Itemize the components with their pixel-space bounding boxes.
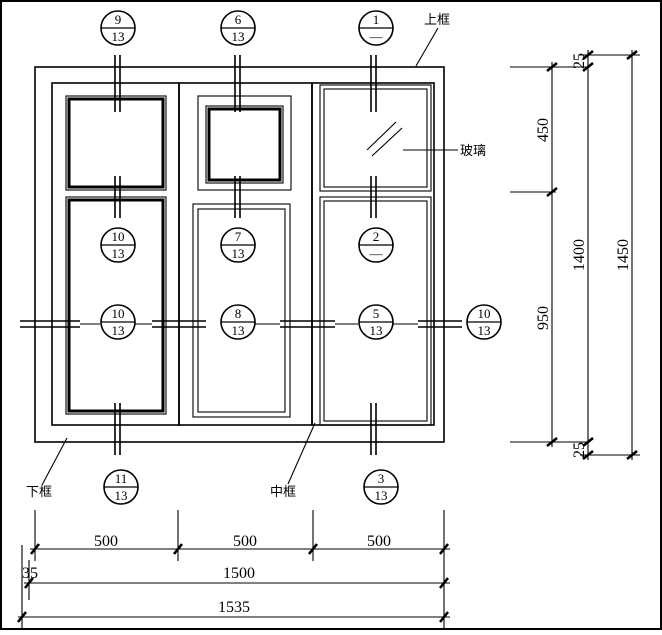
- detail-bubble: 5 13: [358, 304, 394, 340]
- detail-bubble: 9 13: [100, 10, 136, 46]
- bubble-top: 5: [373, 306, 380, 321]
- sash-middle-upper: [197, 95, 292, 191]
- middle-frame-label: 中框: [270, 485, 296, 500]
- label-top-frame: 上框: [415, 13, 450, 67]
- dim-right-middle-total: 1400: [571, 239, 588, 271]
- bubble-bottom: 13: [112, 246, 125, 261]
- dim-right-bottom: 25: [571, 442, 588, 458]
- bottom-frame-label: 下框: [26, 485, 52, 500]
- dim-total-inner: 1500: [223, 565, 255, 582]
- label-middle-frame: 中框: [270, 422, 316, 500]
- detail-bubble: 3 13: [363, 469, 399, 505]
- bubble-top: 6: [235, 12, 242, 27]
- label-glass: 玻璃: [403, 144, 486, 159]
- bubble-bottom: —: [369, 29, 384, 44]
- dim-right-top: 25: [571, 53, 588, 69]
- right-dimensions: 25 450 950 25 1400 1450: [510, 49, 640, 461]
- bubble-top: 1: [373, 12, 380, 27]
- glass-label: 玻璃: [460, 144, 486, 159]
- dim-left-offset: 35: [22, 565, 38, 582]
- bubble-top: 8: [235, 306, 242, 321]
- detail-bubble: 7 13: [220, 227, 256, 263]
- detail-bubble: 6 13: [220, 10, 256, 46]
- bubble-top: 10: [112, 306, 125, 321]
- dim-segment-2: 500: [233, 533, 257, 550]
- detail-bubble: 1 —: [358, 10, 394, 46]
- bubble-bottom: —: [369, 246, 384, 261]
- dim-right-lower: 950: [535, 306, 552, 330]
- bubble-bottom: 13: [232, 246, 245, 261]
- detail-bubble: 10 13: [100, 304, 136, 340]
- dim-right-upper: 450: [535, 118, 552, 142]
- bubble-bottom: 13: [478, 323, 491, 338]
- bubble-top: 10: [112, 229, 125, 244]
- bubble-bottom: 13: [232, 29, 245, 44]
- bubble-top: 10: [478, 306, 491, 321]
- detail-bubble: 10 13: [100, 227, 136, 263]
- dim-total-outer: 1535: [218, 599, 250, 616]
- detail-bubble: 11 13: [103, 469, 139, 505]
- sash-left-upper: [65, 95, 167, 191]
- label-bottom-frame: 下框: [26, 437, 68, 500]
- bubble-bottom: 13: [232, 323, 245, 338]
- detail-bubble: 2 —: [358, 227, 394, 263]
- detail-bubble: 8 13: [220, 304, 256, 340]
- bubble-top: 9: [115, 12, 122, 27]
- top-frame-label: 上框: [424, 13, 450, 28]
- bubble-top: 2: [373, 229, 380, 244]
- bubble-bottom: 13: [370, 323, 383, 338]
- sash-middle-lower: [192, 203, 291, 418]
- dim-right-total: 1450: [615, 239, 632, 271]
- bubble-top: 11: [115, 471, 128, 486]
- glass-hatch: [366, 121, 403, 157]
- sash-left-lower: [65, 196, 167, 415]
- bubble-bottom: 13: [112, 29, 125, 44]
- bubble-bottom: 13: [115, 488, 128, 503]
- bubble-top: 3: [378, 471, 385, 486]
- bubble-bottom: 13: [112, 323, 125, 338]
- dim-segment-3: 500: [367, 533, 391, 550]
- bubble-top: 7: [235, 229, 242, 244]
- section-marks: [20, 55, 462, 455]
- detail-bubble: 10 13: [466, 304, 502, 340]
- bottom-dimensions: 500 500 500 35 1500 1535: [16, 510, 450, 628]
- dim-segment-1: 500: [94, 533, 118, 550]
- bubble-bottom: 13: [375, 488, 388, 503]
